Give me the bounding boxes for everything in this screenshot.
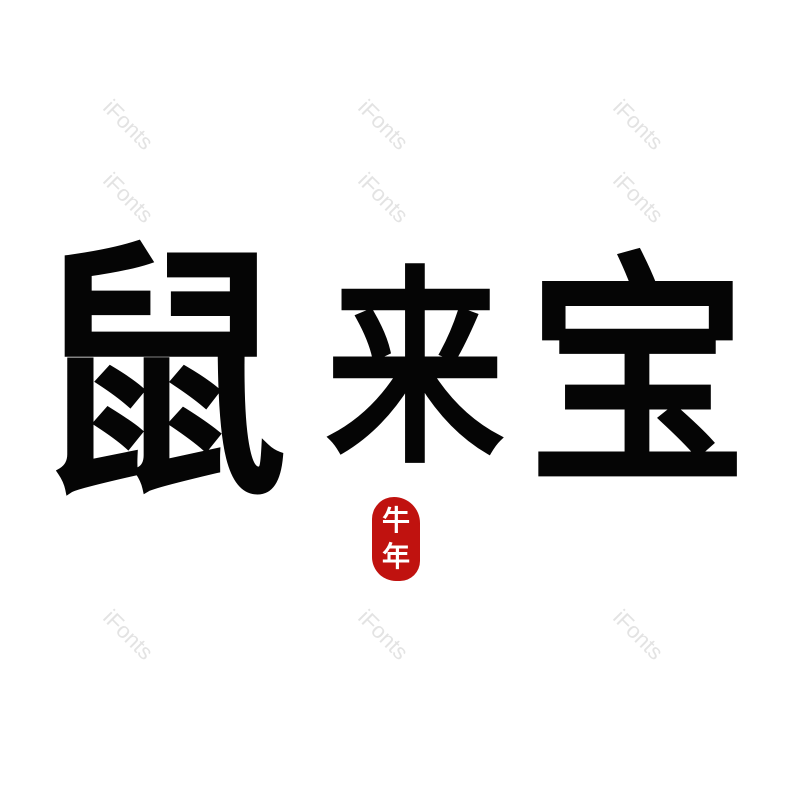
seal-character: 牛	[381, 504, 410, 537]
seal-character: 年	[381, 540, 410, 573]
watermark: iFonts	[353, 604, 414, 665]
watermark: iFonts	[353, 94, 414, 155]
watermark: iFonts	[353, 167, 414, 228]
watermark: iFonts	[608, 167, 669, 228]
watermark: iFonts	[98, 604, 159, 665]
watermark: iFonts	[608, 94, 669, 155]
title-character-shu: 鼠	[31, 216, 289, 534]
watermark: iFonts	[98, 94, 159, 155]
watermark: iFonts	[608, 604, 669, 665]
title-character-bao: 宝	[527, 230, 748, 518]
red-seal-stamp: 牛 年	[372, 497, 420, 581]
title-character-lai: 来	[325, 246, 505, 493]
